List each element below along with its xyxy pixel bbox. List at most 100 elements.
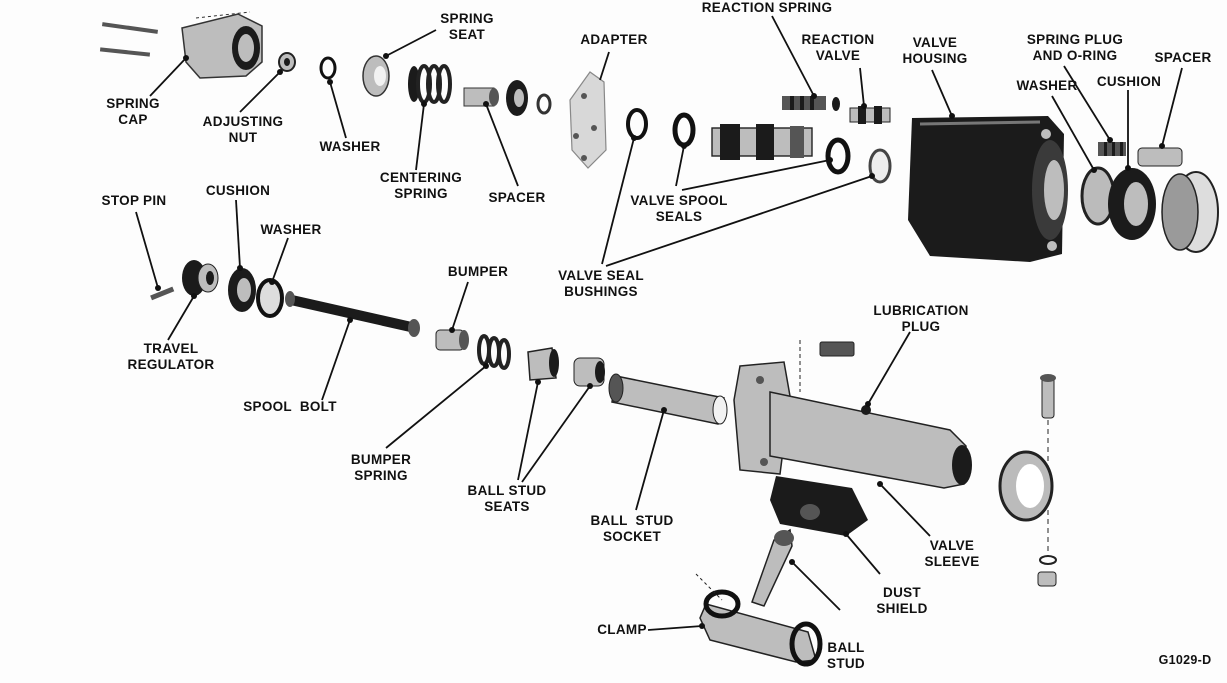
- label-cushion-right: CUSHION: [1090, 74, 1168, 90]
- label-line: SEALS: [655, 209, 703, 224]
- valve-housing-part: [908, 116, 1068, 262]
- spring-cap-part: [181, 11, 263, 79]
- washer-left-part: [256, 278, 284, 318]
- reaction-valve-part: [849, 106, 891, 124]
- adapter-part: [569, 71, 607, 169]
- label-spring-plug: SPRING PLUG AND O-RING: [1020, 32, 1130, 64]
- label-line: WASHER: [260, 222, 322, 237]
- label-line: AND O-RING: [1032, 48, 1118, 63]
- label-line: REACTION: [801, 32, 875, 47]
- right-hardware-part: [998, 374, 1057, 587]
- label-line: DUST: [883, 585, 921, 600]
- arrowheads: [155, 53, 1165, 629]
- label-line: BUMPER: [350, 452, 412, 467]
- label-line: BUMPER: [447, 264, 509, 279]
- cushion-right-part: [1108, 168, 1156, 240]
- figure-id: G1029-D: [1158, 653, 1212, 667]
- label-reaction-spring: REACTION SPRING: [696, 0, 838, 16]
- ball-stud-socket-part: [608, 373, 728, 425]
- ball-stud-part: [751, 528, 794, 607]
- label-adjusting-nut: ADJUSTING NUT: [198, 114, 288, 146]
- label-ball-stud-seats: BALL STUD SEATS: [462, 483, 552, 515]
- label-line: WASHER: [319, 139, 381, 154]
- label-line: NUT: [228, 130, 258, 145]
- spacer-top-part: [463, 80, 552, 116]
- label-valve-housing: VALVE HOUSING: [896, 35, 974, 67]
- label-line: ADAPTER: [580, 32, 648, 47]
- label-line: SPRING: [394, 186, 448, 201]
- label-line: PLUG: [901, 319, 941, 334]
- ball-stud-seat-part-2: [573, 357, 605, 387]
- reaction-spring-part: [782, 96, 840, 111]
- label-line: VALVE SEAL: [558, 268, 644, 283]
- label-lubrication-plug: LUBRICATION PLUG: [864, 303, 978, 335]
- label-stop-pin: STOP PIN: [94, 193, 174, 209]
- label-line: STOP PIN: [101, 193, 167, 208]
- label-line: SLEEVE: [924, 554, 980, 569]
- label-washer-top: WASHER: [316, 139, 384, 155]
- label-centering-spring: CENTERING SPRING: [374, 170, 468, 202]
- label-line: ADJUSTING: [202, 114, 284, 129]
- label-line: SPACER: [488, 190, 546, 205]
- label-dust-shield: DUST SHIELD: [872, 585, 932, 617]
- ball-stud-seat-part: [527, 347, 559, 381]
- adjusting-nut-part: [278, 52, 296, 72]
- travel-regulator-part: [182, 260, 219, 296]
- spring-seat-part: [362, 55, 390, 97]
- label-line: VALVE: [815, 48, 861, 63]
- label-line: BUSHINGS: [564, 284, 638, 299]
- centering-spring-part: [408, 64, 452, 104]
- label-ball-stud-socket: BALL STUD SOCKET: [586, 513, 678, 545]
- label-line: SEATS: [484, 499, 530, 514]
- label-line: REGULATOR: [127, 357, 215, 372]
- spacer-ring-right-part: [1161, 171, 1219, 253]
- label-line: WASHER: [1016, 78, 1078, 93]
- label-line: SPRING: [440, 11, 494, 26]
- label-clamp: CLAMP: [594, 622, 650, 638]
- label-valve-sleeve: VALVE SLEEVE: [920, 538, 984, 570]
- label-adapter: ADAPTER: [578, 32, 650, 48]
- label-line: HOUSING: [902, 51, 968, 66]
- stop-pin-part: [150, 286, 175, 301]
- label-line: REACTION SPRING: [701, 0, 833, 15]
- spool-bolt-part: [285, 291, 420, 337]
- label-line: SOCKET: [602, 529, 662, 544]
- label-washer-left: WASHER: [256, 222, 326, 238]
- washer-top-part: [319, 56, 337, 80]
- label-spring-cap: SPRING CAP: [106, 96, 160, 128]
- valve-seal-bushing-part: [626, 108, 648, 140]
- label-line: VALVE SPOOL: [630, 193, 728, 208]
- label-bumper: BUMPER: [444, 264, 512, 280]
- dust-shield-part: [770, 476, 868, 536]
- label-line: SPRING: [106, 96, 160, 111]
- label-line: SPOOL BOLT: [243, 399, 337, 414]
- valve-sleeve-part: [733, 340, 972, 489]
- label-line: CUSHION: [1096, 74, 1162, 89]
- label-bumper-spring: BUMPER SPRING: [344, 452, 418, 484]
- label-line: SPRING: [354, 468, 408, 483]
- label-line: STUD: [827, 656, 865, 671]
- bumper-part: [435, 329, 469, 351]
- label-line: VALVE: [912, 35, 958, 50]
- cushion-left-part: [228, 268, 256, 312]
- label-spacer-right: SPACER: [1150, 50, 1216, 66]
- valve-spool-seal-part: [672, 112, 696, 148]
- lubrication-plug-part: [819, 341, 871, 415]
- label-valve-spool-seals: VALVE SPOOL SEALS: [622, 193, 736, 225]
- clamp-part: [695, 573, 823, 667]
- valve-seal-bushing-part-2: [868, 148, 892, 184]
- label-line: LUBRICATION: [873, 303, 969, 318]
- label-line: SEAT: [448, 27, 486, 42]
- label-line: CUSHION: [205, 183, 271, 198]
- label-travel-regulator: TRAVEL REGULATOR: [122, 341, 220, 373]
- label-spring-seat: SPRING SEAT: [436, 11, 498, 43]
- label-cushion-left: CUSHION: [198, 183, 278, 199]
- label-line: CAP: [118, 112, 148, 127]
- valve-spool-part: [711, 124, 813, 160]
- label-line: BALL: [827, 640, 865, 655]
- label-line: BALL STUD: [467, 483, 547, 498]
- leader-lines: [135, 15, 1183, 631]
- label-line: VALVE: [929, 538, 975, 553]
